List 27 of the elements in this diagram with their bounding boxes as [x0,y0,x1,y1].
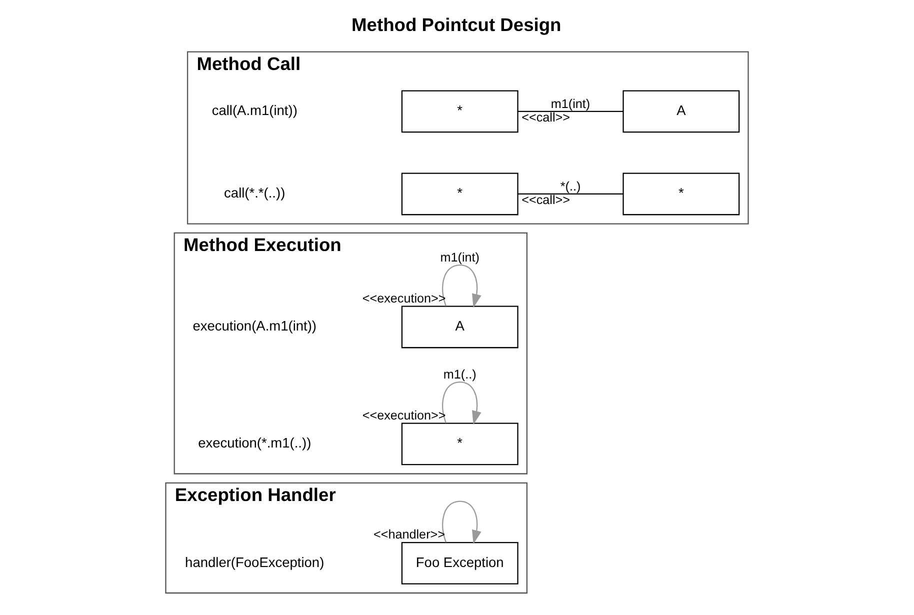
node-box: * [401,172,518,216]
node-box: Foo Exception [401,542,518,584]
arrow [442,381,482,425]
arrow [442,264,482,308]
node-box: * [401,422,518,466]
label: call(*.*(..)) [224,186,286,201]
node-box: * [401,90,518,133]
label: <<execution>> [362,291,446,306]
diagram-title: Method Pointcut Design [352,14,562,35]
node-box: A [622,90,740,133]
node-box: A [401,306,518,348]
label: <<execution>> [362,408,446,422]
label: <<call>> [522,193,570,208]
edge-label: *(..) [560,179,581,194]
label: handler(FooException) [185,554,324,570]
edge-label: m1(int) [440,250,480,264]
label: execution(*.m1(..)) [198,436,312,450]
edge-label: m1(..) [443,367,476,382]
connector [518,193,623,195]
node-box: * [622,172,740,216]
label: call(A.m1(int)) [212,102,298,118]
edge-label: m1(int) [550,96,590,111]
label: <<handler>> [373,528,446,542]
label: <<call>> [522,110,570,125]
connector [518,110,623,112]
arrow [442,500,482,544]
label: execution(A.m1(int)) [192,318,317,334]
